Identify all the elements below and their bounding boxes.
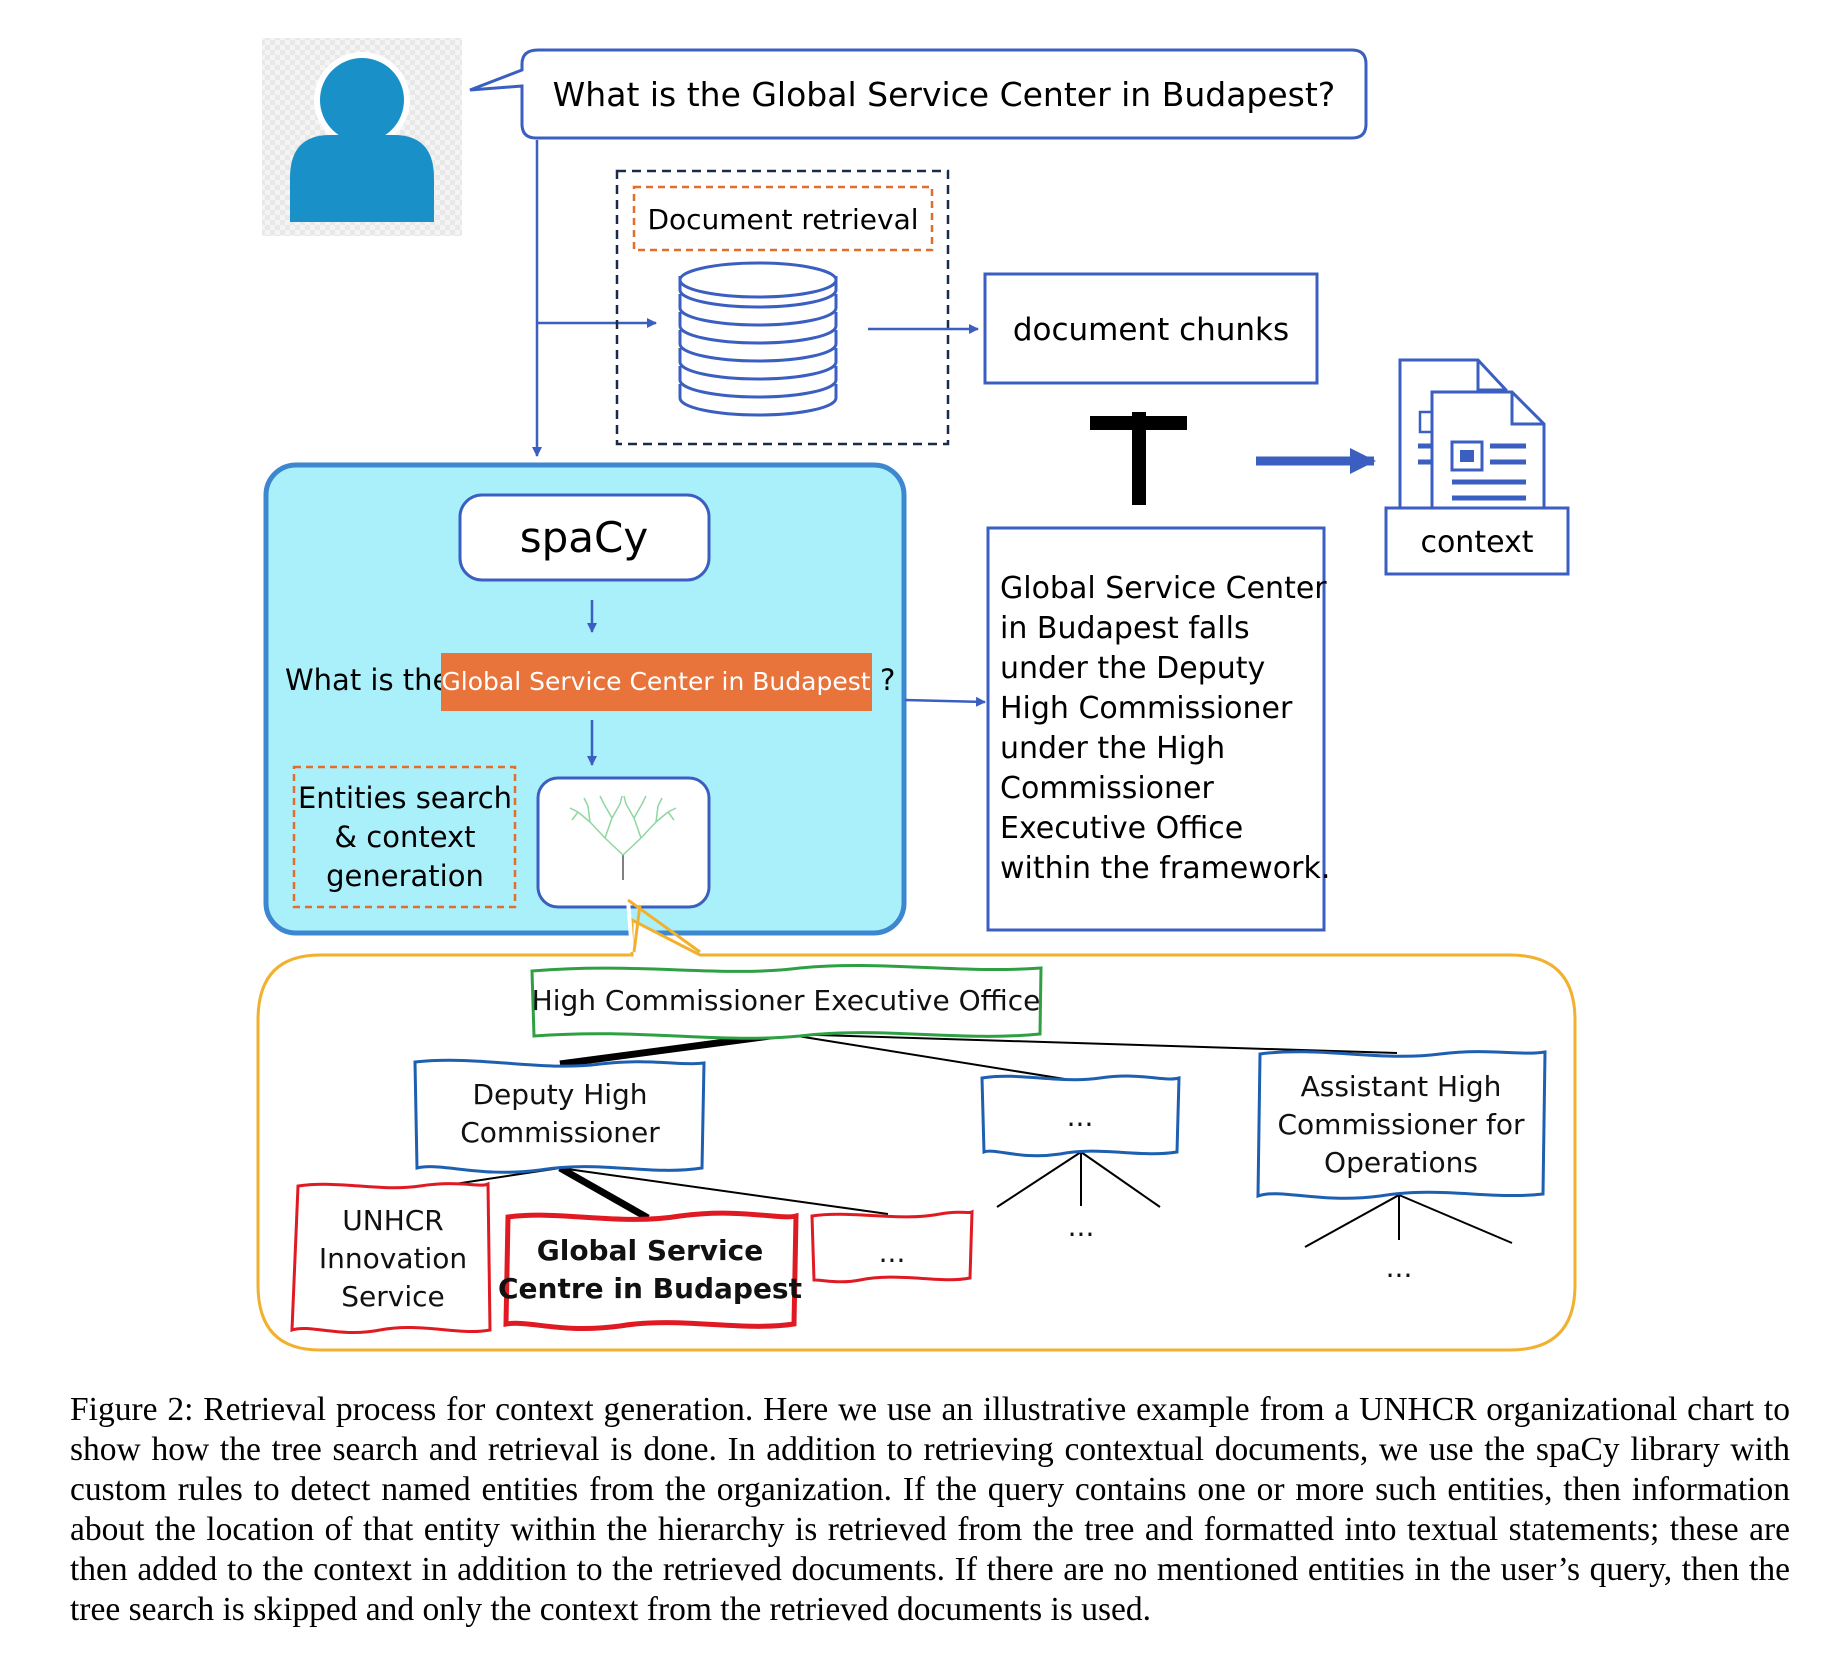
gsc-label-line2: Centre in Budapest — [498, 1272, 802, 1305]
entities-label-line3: generation — [326, 859, 484, 893]
entities-label-line1: Entities search — [298, 781, 512, 815]
deputy-label-line2: Commissioner — [460, 1116, 660, 1149]
middle-children-ellipsis: ... — [1068, 1210, 1095, 1243]
statement-line: in Budapest falls — [1000, 611, 1250, 646]
spacy-box — [458, 493, 711, 582]
deputy-label-line1: Deputy High — [472, 1078, 647, 1111]
retrieval-box: Document retrieval — [615, 169, 950, 446]
spacy-panel: spaCy What is the Global Service Center … — [263, 462, 907, 936]
statement-line: under the Deputy — [1000, 651, 1265, 686]
tree-node-gsc: Global Service Centre in Budapest — [498, 1210, 802, 1331]
assistant-label-line3: Operations — [1324, 1146, 1478, 1179]
database-icon — [678, 261, 838, 417]
retrieval-label: Document retrieval — [647, 203, 918, 236]
context-label: context — [1420, 525, 1533, 560]
tree-icon — [569, 795, 677, 880]
context-box: context — [1384, 506, 1570, 576]
gsc-label-line1: Global Service — [537, 1234, 764, 1267]
arrow-to-statement — [904, 696, 986, 707]
tree-box — [536, 776, 711, 909]
query-bubble: What is the Global Service Center in Bud… — [469, 48, 1368, 140]
sentence-prefix: What is the — [285, 663, 450, 697]
document-chunks-box: document chunks — [983, 272, 1319, 385]
statement-line: Executive Office — [1000, 811, 1243, 846]
innovation-label-line1: UNHCR — [342, 1204, 444, 1237]
tree-edges — [434, 1030, 1513, 1248]
statement-line: Global Service Center — [1000, 571, 1327, 606]
plus-icon — [1090, 412, 1187, 505]
tree-node-root: High Commissioner Executive Office — [530, 963, 1043, 1040]
assistant-label-line1: Assistant High — [1301, 1070, 1502, 1103]
spacy-label: spaCy — [520, 513, 648, 562]
diagram-canvas: What is the Global Service Center in Bud… — [256, 38, 1577, 1352]
query-text: What is the Global Service Center in Bud… — [553, 75, 1336, 114]
tree-node-middle: ... — [980, 1074, 1181, 1158]
statement-line: under the High — [1000, 731, 1225, 766]
user-avatar — [262, 38, 462, 236]
entities-box — [292, 765, 517, 909]
sentence-suffix: ? — [880, 663, 895, 697]
tree-node-assistant: Assistant High Commissioner for Operatio… — [1256, 1050, 1547, 1200]
innovation-label-line2: Innovation — [319, 1242, 467, 1275]
entity-highlight — [441, 653, 872, 711]
chunks-label: document chunks — [1013, 312, 1289, 348]
statement-box: Global Service Center in Budapest falls … — [986, 526, 1330, 932]
middle-label: ... — [1067, 1100, 1094, 1133]
assistant-label-line2: Commissioner for — [1278, 1108, 1525, 1141]
tree-node-innovation: UNHCR Innovation Service — [290, 1181, 492, 1334]
deputy-other-label: ... — [879, 1236, 906, 1269]
statement-line: Commissioner — [1000, 771, 1215, 806]
query-arrows — [532, 140, 657, 457]
root-label: High Commissioner Executive Office — [532, 984, 1041, 1017]
documents-icon — [1398, 358, 1546, 518]
tree-node-deputy-other: ... — [810, 1209, 974, 1284]
tree-node-deputy: Deputy High Commissioner — [413, 1058, 706, 1174]
statement-line: High Commissioner — [1000, 691, 1293, 726]
statement-line: within the framework. — [1000, 851, 1330, 886]
innovation-label-line3: Service — [341, 1280, 444, 1313]
assistant-children-ellipsis: ... — [1386, 1251, 1413, 1284]
entity-text: Global Service Center in Budapest — [441, 667, 870, 696]
figure-caption: Figure 2: Retrieval process for context … — [70, 1391, 1790, 1628]
entities-label-line2: & context — [334, 820, 475, 854]
